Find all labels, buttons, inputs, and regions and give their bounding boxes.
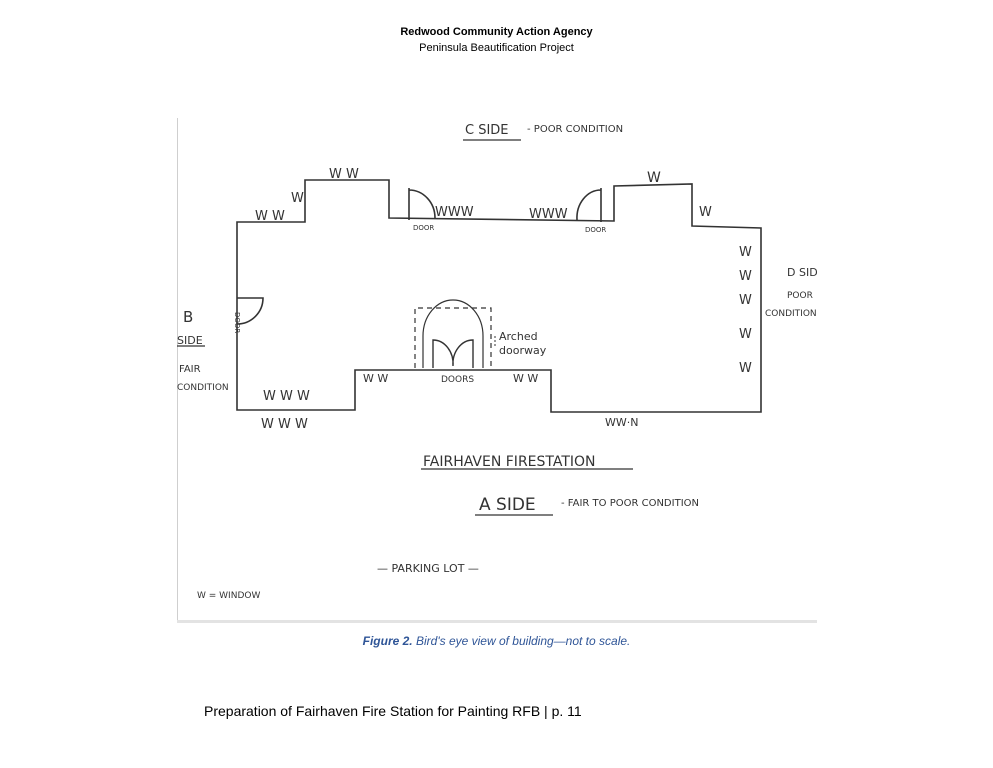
building-sketch: C SIDE - POOR CONDITION W W W W W WWW WW… [177, 123, 817, 601]
arched-doorway-outline [414, 307, 492, 368]
window-mark: W [699, 205, 712, 220]
window-mark: W [739, 293, 752, 308]
scan-edge [177, 118, 178, 620]
door-arc-b-side [236, 297, 264, 325]
d-side-label: D SIDE [787, 266, 817, 279]
a-side-label: A SIDE [479, 495, 536, 515]
figure-caption: Figure 2. Bird's eye view of building—no… [0, 634, 993, 648]
window-marks: WW·N [605, 416, 638, 429]
arched-doorway-label-2: doorway [499, 344, 547, 357]
document-header: Redwood Community Action Agency Peninsul… [0, 24, 993, 56]
window-marks: W W W [261, 417, 308, 432]
figure-caption-text: Bird's eye view of building—not to scale… [412, 634, 631, 648]
door-label: DOOR [233, 312, 241, 333]
page-footer: Preparation of Fairhaven Fire Station fo… [204, 703, 582, 719]
arched-doorway-arch [422, 299, 484, 368]
window-marks: W W [255, 209, 285, 224]
window-marks: W W [513, 372, 538, 385]
building-name: FAIRHAVEN FIRESTATION [423, 454, 596, 470]
arched-doorway-label: Arched [499, 330, 538, 343]
c-side-label: C SIDE [465, 123, 509, 138]
window-marks: W W [363, 372, 388, 385]
window-marks: WWW [435, 205, 474, 220]
window-marks: W W [329, 167, 359, 182]
front-doors [432, 339, 474, 368]
d-side-condition: POOR [787, 291, 813, 301]
project-name: Peninsula Beautification Project [419, 42, 574, 54]
doors-label: DOORS [441, 375, 474, 385]
door-arc-c-left [408, 188, 436, 220]
door-arc-c-right [576, 188, 602, 222]
door-label: DOOR [413, 224, 434, 232]
window-marks: WWW [529, 207, 568, 222]
window-mark: W [739, 327, 752, 342]
building-outline [236, 179, 762, 413]
figure-label: Figure 2. [362, 634, 413, 648]
b-side-condition-2: CONDITION [177, 383, 229, 393]
b-side-condition: FAIR [179, 364, 201, 375]
b-side-word: SIDE [177, 334, 203, 347]
parking-lot-label: — PARKING LOT — [377, 562, 479, 575]
window-marks: W W W [263, 389, 310, 404]
site-sketch-figure: C SIDE - POOR CONDITION W W W W W WWW WW… [177, 118, 817, 623]
a-side-condition: - FAIR TO POOR CONDITION [561, 498, 699, 509]
organization-name: Redwood Community Action Agency [400, 26, 593, 38]
window-mark: W [739, 361, 752, 376]
door-label: DOOR [585, 226, 606, 234]
window-legend: W = WINDOW [197, 591, 260, 601]
b-side-letter: B [183, 308, 193, 326]
window-mark: W [647, 170, 661, 186]
d-side-condition-2: CONDITION [765, 309, 817, 319]
window-mark: W [291, 191, 304, 206]
window-mark: W [739, 245, 752, 260]
c-side-condition: - POOR CONDITION [527, 124, 623, 135]
window-mark: W [739, 269, 752, 284]
